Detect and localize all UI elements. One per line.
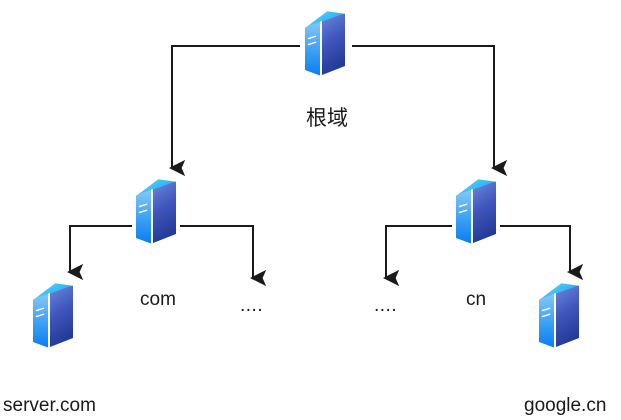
node-label-server-com: server.com — [3, 395, 96, 416]
edge-cn-to-others — [383, 225, 452, 287]
node-label-com: com — [140, 289, 176, 310]
server-icon-server-com — [32, 281, 74, 349]
edge-root-to-cn — [352, 45, 508, 177]
server-icon-com — [135, 177, 177, 245]
node-label-cn: cn — [466, 289, 487, 310]
edge-com-to-server-com — [67, 225, 132, 281]
node-label-root: 根域 — [306, 107, 348, 130]
server-icon-google-cn — [538, 281, 580, 349]
connector-group — [67, 45, 584, 287]
edge-root-to-com — [169, 45, 300, 177]
server-icon-root — [304, 9, 346, 77]
node-label-google-cn: google.cn — [524, 395, 607, 416]
node-label-com-others: .... — [240, 295, 264, 316]
server-icon-cn — [455, 177, 497, 245]
edge-com-to-others — [180, 225, 267, 287]
edge-cn-to-google-cn — [500, 225, 584, 281]
node-label-cn-others: .... — [374, 295, 398, 316]
